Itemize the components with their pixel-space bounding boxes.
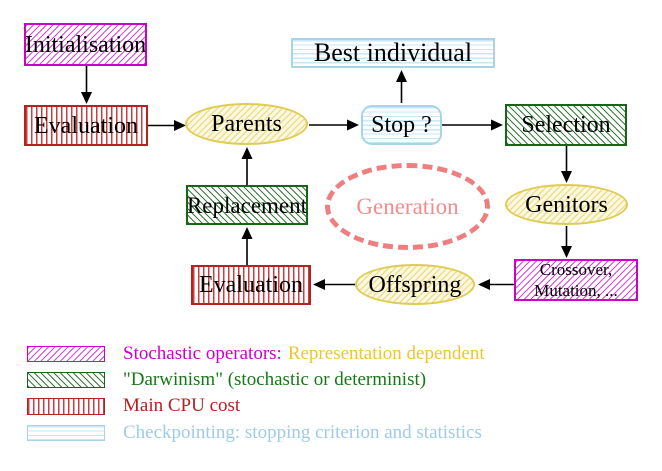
legend-swatch-cyan-stripes (27, 425, 105, 441)
arrow-crossover-to-offspring (478, 279, 514, 290)
node-crossover-label: Crossover, (539, 259, 613, 279)
node-parents: Parents (185, 103, 308, 145)
node-offspring-label: Offspring (368, 271, 462, 298)
node-offspring: Offspring (355, 264, 475, 305)
arrow-selection-to-genitors (561, 146, 572, 183)
legend-row-darwinism: "Darwinism" (stochastic or determinist) (27, 370, 426, 390)
arrow-genitors-to-crossover (561, 226, 572, 258)
arrow-evaluation-to-replacement (241, 227, 253, 265)
arrow-offspring-to-evaluation (313, 279, 355, 290)
node-evaluation-top-label: Evaluation (34, 112, 138, 139)
legend-stochastic-label: Stochastic operators: (123, 343, 282, 364)
node-generation: Generation (325, 163, 490, 250)
legend-swatch-magenta-hatch (27, 346, 105, 362)
node-selection: Selection (505, 104, 627, 146)
node-best-individual-label: Best individual (313, 38, 473, 67)
node-evaluation-bottom-label: Evaluation (199, 272, 303, 298)
legend-row-stochastic: Stochastic operators: Representation dep… (27, 344, 485, 364)
node-evaluation-bottom: Evaluation (191, 265, 311, 305)
legend-swatch-green-hatch (27, 372, 105, 388)
legend-representation-label: Representation dependent (287, 343, 485, 364)
node-best-individual: Best individual (291, 38, 495, 68)
arrow-parents-to-stop (309, 119, 359, 131)
node-mutation-label: Mutation, ... (534, 281, 618, 300)
legend-row-checkpointing: Checkpointing: stopping criterion and st… (27, 423, 482, 443)
node-crossover-mutation: Crossover, Mutation, ... (514, 259, 638, 301)
legend-darwinism-label: "Darwinism" (stochastic or determinist) (123, 369, 427, 390)
node-stop-label: Stop ? (371, 112, 432, 138)
node-initialisation: Initialisation (24, 23, 147, 66)
arrow-evaluation-to-parents (148, 120, 186, 131)
node-selection-label: Selection (521, 112, 611, 138)
node-genitors: Genitors (505, 184, 628, 225)
node-evaluation-top: Evaluation (24, 105, 148, 146)
arrow-stop-to-selection (442, 119, 503, 131)
legend-cpu-label: Main CPU cost (123, 395, 241, 416)
arrow-replacement-to-parents (241, 147, 253, 185)
node-replacement-label: Replacement (186, 192, 308, 218)
node-parents-label: Parents (211, 111, 282, 137)
legend-row-cpu: Main CPU cost (27, 396, 240, 416)
node-genitors-label: Genitors (525, 191, 608, 218)
legend-swatch-red-stripes (27, 397, 105, 415)
arrow-stop-to-best-individual (396, 70, 407, 103)
node-stop: Stop ? (361, 105, 442, 145)
arrow-initialisation-to-evaluation (81, 66, 92, 104)
node-initialisation-label: Initialisation (24, 31, 147, 58)
legend-checkpointing-label: Checkpointing: stopping criterion and st… (123, 422, 482, 443)
node-replacement: Replacement (186, 185, 308, 225)
node-generation-label: Generation (356, 194, 459, 219)
